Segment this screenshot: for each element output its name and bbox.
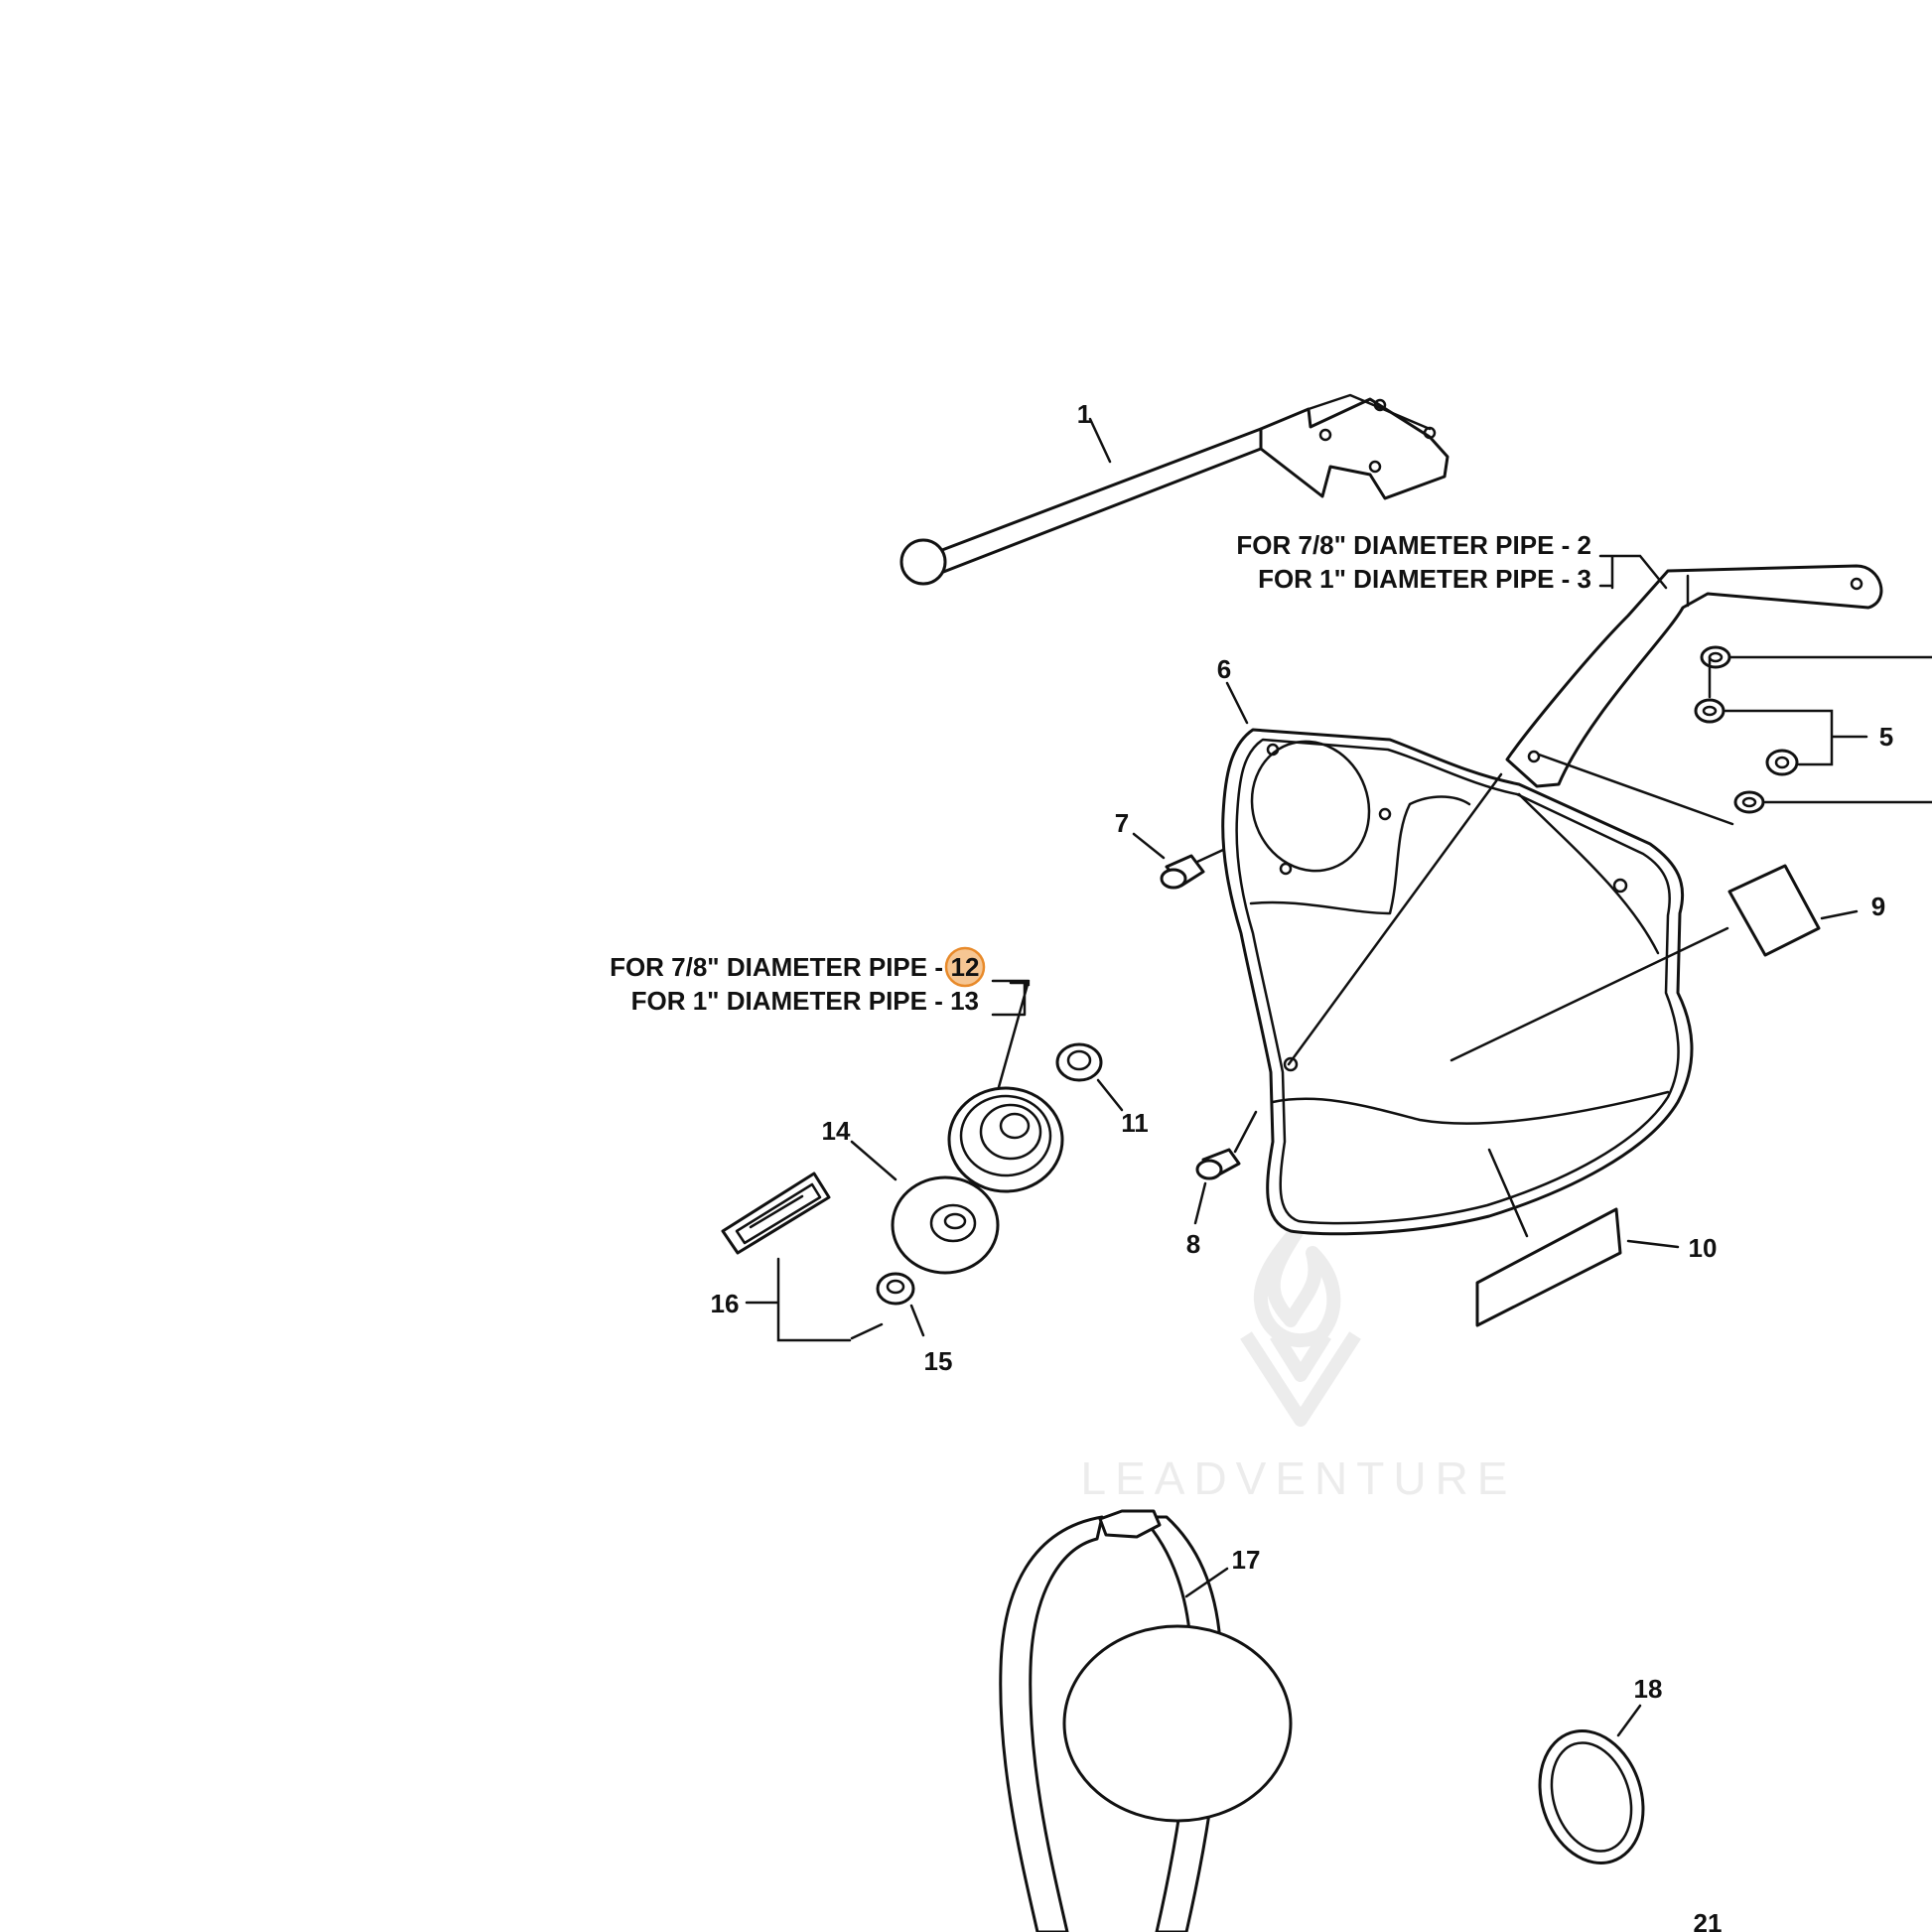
- watermark: LEADVENTURE: [1081, 1219, 1517, 1504]
- leader-bolt-line: [1287, 772, 1503, 1066]
- callout-12[interactable]: 12: [951, 952, 980, 982]
- callout-11[interactable]: 11: [1121, 1108, 1149, 1138]
- leader-18: [1616, 1704, 1642, 1737]
- highlight-12-marker[interactable]: [944, 946, 986, 988]
- leader-9-line: [1449, 926, 1729, 1062]
- leader-10: [1626, 1239, 1680, 1249]
- part-11-bushing[interactable]: [1055, 1042, 1103, 1082]
- part-2-3-bracket[interactable]: [1505, 564, 1883, 788]
- leader-1: [1088, 417, 1112, 464]
- part-5-nuts[interactable]: [1694, 645, 1799, 814]
- callout-12-text[interactable]: FOR 7/8" DIAMETER PIPE -: [610, 952, 943, 982]
- part-6-shield[interactable]: [1221, 725, 1694, 1236]
- part-18-ring[interactable]: [1523, 1718, 1659, 1876]
- leader-12-13: [991, 979, 1031, 1089]
- callout-2[interactable]: FOR 7/8" DIAMETER PIPE - 2: [1236, 530, 1591, 560]
- watermark-v-icon: [1240, 1331, 1361, 1427]
- callout-8[interactable]: 8: [1186, 1229, 1200, 1259]
- callout-21[interactable]: 21: [1694, 1908, 1723, 1932]
- leader-9: [1820, 909, 1859, 920]
- callout-14[interactable]: 14: [822, 1116, 851, 1146]
- callout-10[interactable]: 10: [1689, 1233, 1718, 1263]
- leader-8: [1193, 1181, 1207, 1225]
- leader-10-line: [1487, 1148, 1529, 1238]
- callout-6[interactable]: 6: [1217, 654, 1231, 684]
- callout-18[interactable]: 18: [1634, 1674, 1663, 1704]
- part-7-bolt[interactable]: [1160, 848, 1225, 890]
- watermark-flame-icon: [1253, 1219, 1341, 1347]
- callout-16[interactable]: 16: [711, 1289, 740, 1318]
- part-1-handle-bar[interactable]: [899, 393, 1449, 586]
- part-8-bolt[interactable]: [1195, 1110, 1258, 1180]
- callout-7[interactable]: 7: [1115, 808, 1129, 838]
- callout-15[interactable]: 15: [924, 1346, 953, 1376]
- callout-13[interactable]: FOR 1" DIAMETER PIPE - 13: [631, 986, 979, 1016]
- part-9-label[interactable]: [1727, 864, 1821, 957]
- leader-bracket-nut: [1537, 753, 1734, 826]
- leader-16: [745, 1257, 852, 1342]
- callout-9[interactable]: 9: [1871, 892, 1885, 921]
- part-15-nut[interactable]: [876, 1272, 915, 1306]
- part-16-pin[interactable]: [850, 1322, 884, 1340]
- callout-5[interactable]: 5: [1879, 722, 1893, 752]
- callout-17[interactable]: 17: [1232, 1545, 1261, 1575]
- part-10-decal[interactable]: [1475, 1207, 1622, 1327]
- part-12-13-pulley[interactable]: [947, 1086, 1064, 1193]
- leader-17: [1184, 1567, 1229, 1598]
- leader-11: [1096, 1078, 1124, 1112]
- watermark-text: LEADVENTURE: [1081, 1452, 1517, 1504]
- leader-7: [1132, 832, 1166, 860]
- callout-3[interactable]: FOR 1" DIAMETER PIPE - 3: [1258, 564, 1591, 594]
- part-16-manual[interactable]: [721, 1172, 831, 1255]
- leader-15: [909, 1304, 925, 1337]
- part-14-washer[interactable]: [891, 1175, 1000, 1275]
- callout-1[interactable]: 1: [1077, 399, 1091, 429]
- leader-6: [1225, 681, 1249, 725]
- leader-2-3: [1598, 554, 1668, 590]
- leader-5: [1724, 709, 1868, 766]
- part-17-belt[interactable]: [999, 1509, 1293, 1932]
- leader-14: [850, 1140, 897, 1181]
